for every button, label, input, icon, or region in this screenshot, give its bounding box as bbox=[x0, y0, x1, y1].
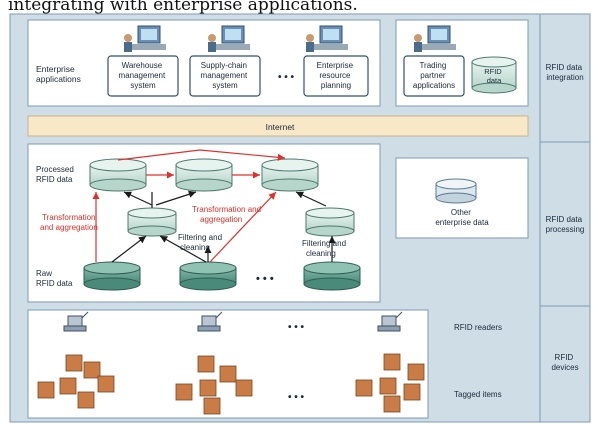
trading-partner-box bbox=[403, 55, 465, 97]
computer-icon bbox=[306, 25, 348, 52]
supply-chain-system-box bbox=[189, 55, 261, 97]
aggregated-data-cylinder bbox=[305, 207, 355, 237]
warehouse-system-box bbox=[107, 55, 179, 97]
aggregated-data-cylinder bbox=[127, 207, 177, 237]
arrow-aggregate-to-processed bbox=[123, 191, 153, 206]
erp-system-box bbox=[303, 55, 369, 97]
rfid-readers-label: RFID readers bbox=[454, 323, 502, 332]
raw-data-cylinder bbox=[83, 261, 141, 291]
supply-chain-system-label: Supply-chain management system bbox=[201, 61, 250, 90]
trading-partner-label: Trading partner applications bbox=[413, 61, 455, 90]
computer-icon bbox=[414, 25, 456, 52]
arrow-raw-to-aggregate bbox=[159, 235, 207, 263]
label-rfid-devices: RFID devices bbox=[551, 353, 578, 372]
ellipsis-systems: • • • bbox=[278, 72, 295, 83]
warehouse-system-label: Warehouse management system bbox=[119, 61, 168, 90]
internet-label: Internet bbox=[266, 122, 295, 132]
ellipsis-raw-data: • • • bbox=[256, 273, 274, 285]
ellipsis-readers: • • • bbox=[288, 322, 305, 333]
rfid-reader-icon bbox=[197, 311, 223, 332]
other-enterprise-data-label: Other enterprise data bbox=[435, 208, 489, 227]
raw-data-cylinder bbox=[179, 261, 237, 291]
tagged-items-label: Tagged items bbox=[454, 390, 502, 399]
arrow-aggregate-to-processed bbox=[155, 190, 197, 206]
rfid-reader-icon bbox=[377, 311, 403, 332]
enterprise-applications-label: Enterprise applications bbox=[36, 64, 81, 84]
other-data-cylinder bbox=[435, 178, 477, 204]
arrow-aggregate-to-processed bbox=[295, 191, 327, 207]
arrow-raw-to-aggregate bbox=[111, 235, 147, 263]
filtering-label-left: Filtering and cleaning bbox=[178, 233, 224, 252]
rfid-data-label: RFID data bbox=[484, 67, 504, 85]
processed-data-cylinder bbox=[261, 158, 319, 192]
transformation-label-left: Transformation and aggregation bbox=[40, 213, 98, 232]
internet-bar bbox=[27, 115, 529, 137]
raw-rfid-data-label: Raw RFID data bbox=[36, 269, 73, 288]
raw-data-cylinder bbox=[303, 261, 361, 291]
rfid-reader-icon bbox=[63, 311, 89, 332]
processed-rfid-data-label: Processed RFID data bbox=[36, 165, 76, 184]
header-fragment: integrating with enterprise applications… bbox=[8, 0, 358, 15]
filtering-label-right: Filtering and cleaning bbox=[302, 239, 348, 258]
label-rfid-data-integration: RFID data integration bbox=[546, 63, 585, 82]
transformation-label-middle: Transformation and aggregation bbox=[192, 205, 263, 224]
tagged-item-box-group bbox=[37, 353, 425, 415]
computer-icon bbox=[208, 25, 250, 52]
processed-data-cylinder bbox=[89, 158, 147, 192]
computer-icon bbox=[124, 25, 166, 52]
erp-system-label: Enterprise resource planning bbox=[317, 61, 356, 90]
processed-data-cylinder bbox=[175, 158, 233, 192]
ellipsis-tagged-items: • • • bbox=[288, 392, 305, 403]
red-arrow bbox=[209, 191, 277, 263]
red-arrow bbox=[117, 149, 286, 161]
label-rfid-data-processing: RFID data processing bbox=[546, 215, 585, 234]
rfid-data-cylinder bbox=[471, 56, 517, 94]
